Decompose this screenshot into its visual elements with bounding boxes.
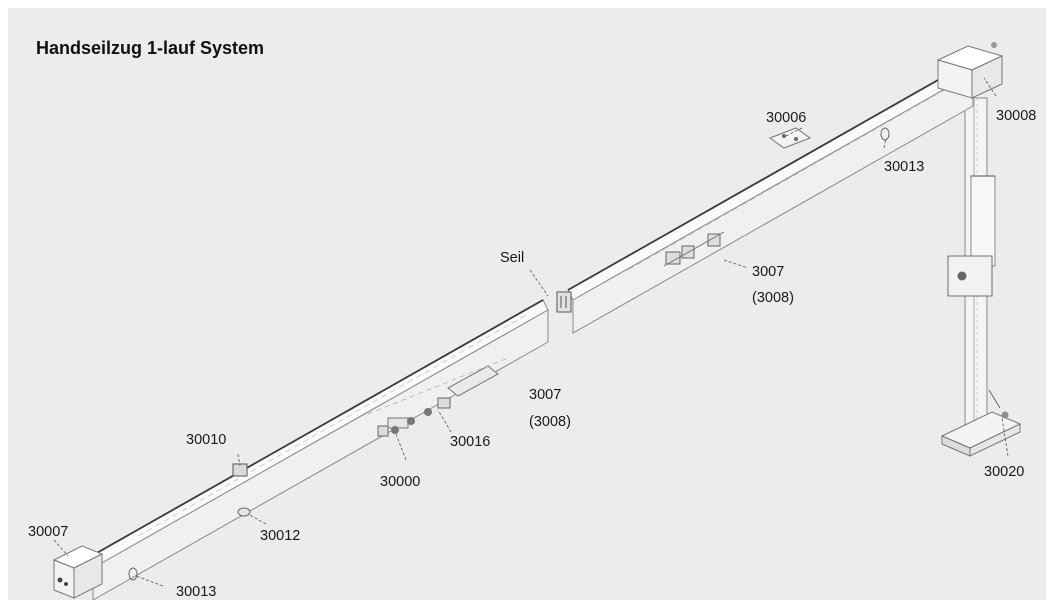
hoist-system-diagram: 30006 30008 30013 Seil 3007 (3008) 3007 … xyxy=(28,42,1036,600)
callout-30013-bottom: 30013 xyxy=(176,584,216,600)
callout-3007-right: 3007 xyxy=(752,264,784,280)
callout-30000: 30000 xyxy=(380,474,420,490)
callout-3008-mid: (3008) xyxy=(529,414,571,430)
end-cap-left xyxy=(52,545,104,599)
main-rail xyxy=(87,62,974,600)
trolley-lower xyxy=(367,357,509,437)
diagram-frame: 30006 30008 30013 Seil 3007 (3008) 3007 … xyxy=(8,8,1046,600)
trolley-upper xyxy=(663,231,725,267)
page-title: Handseilzug 1-lauf System xyxy=(36,38,265,58)
vertical-post xyxy=(940,97,1022,457)
callout-30006: 30006 xyxy=(766,110,806,126)
callout-labels: 30006 30008 30013 Seil 3007 (3008) 3007 … xyxy=(28,108,1036,600)
callout-3007-mid: 3007 xyxy=(529,387,561,403)
callout-30012: 30012 xyxy=(260,528,300,544)
callout-30010: 30010 xyxy=(186,432,226,448)
callout-seil: Seil xyxy=(500,250,524,266)
callout-30013-top: 30013 xyxy=(884,159,924,175)
callout-30016: 30016 xyxy=(450,434,490,450)
callout-30007: 30007 xyxy=(28,524,68,540)
leader-lines xyxy=(53,77,1009,587)
end-cap-right xyxy=(936,42,1004,99)
rail-parts xyxy=(128,127,890,581)
callout-3008-right: (3008) xyxy=(752,290,794,306)
callout-30020: 30020 xyxy=(984,464,1024,480)
callout-30008: 30008 xyxy=(996,108,1036,124)
